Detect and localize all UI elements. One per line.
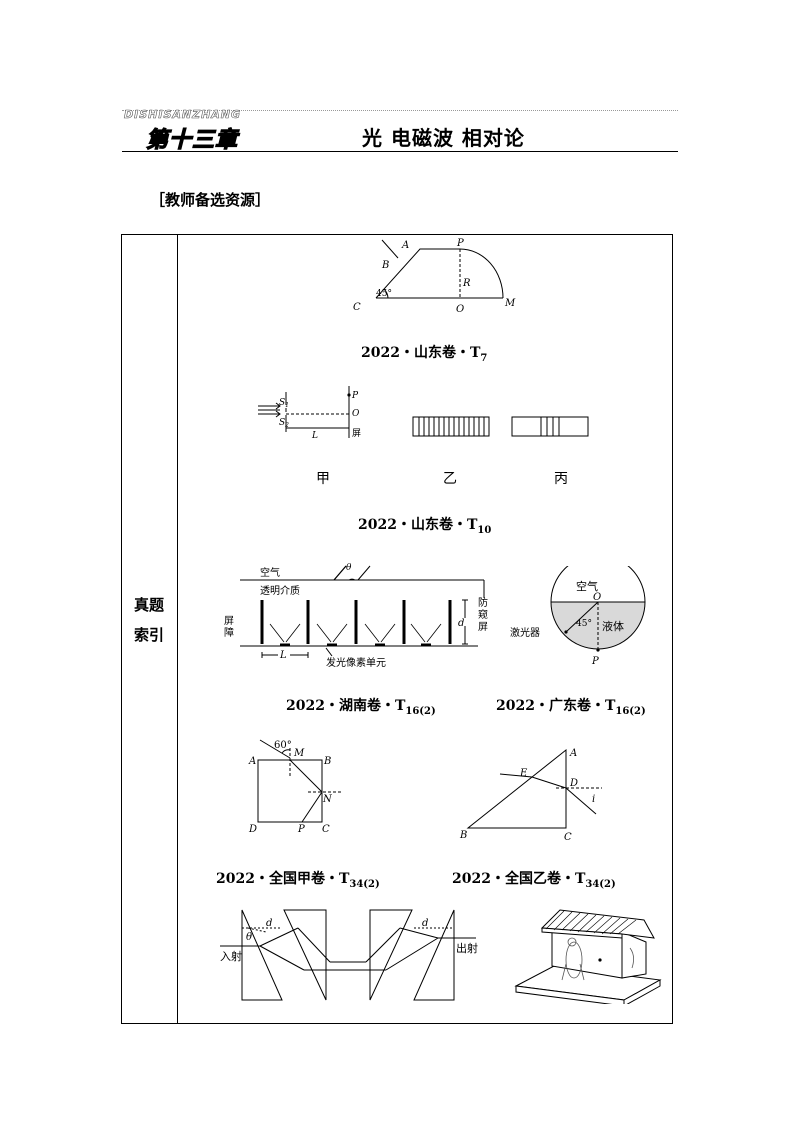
fig1-label-r: R — [462, 278, 471, 289]
figure-double-slit: S1 S2 P O L 屏 — [258, 386, 361, 441]
fig6-c: C — [564, 832, 572, 842]
fig2-label-p: P — [351, 391, 359, 401]
figure-privacy-screen: θ 空气 透明介质 屏 障 防 窥 屏 d L 发光像素单元 — [224, 563, 488, 669]
fig1-angle: 45° — [376, 289, 392, 299]
side-label-line1: 真题 — [133, 596, 164, 614]
fig7-out: 出射 — [456, 941, 478, 955]
house-illustration — [514, 909, 662, 1004]
fig5-m: M — [293, 748, 305, 759]
header-rule — [122, 151, 678, 152]
fig1-label-b: B — [381, 260, 389, 271]
fig7-d1: d — [266, 918, 272, 929]
fig3-barrier1: 屏 — [224, 615, 234, 627]
chapter-name: 第十三章 — [145, 127, 239, 153]
fig2-caption: 2022・山东卷・T10 — [358, 517, 492, 536]
chapter-pinyin: DISHISANZHANG — [124, 108, 242, 122]
fig4-liquid: 液体 — [602, 619, 624, 633]
fig2-label-l: L — [311, 431, 318, 441]
fig2-label-s2: S2 — [279, 418, 289, 429]
fig4-p: P — [591, 656, 599, 667]
fig7-d2: d — [422, 918, 428, 929]
fig1-caption: 2022・山东卷・T7 — [361, 345, 488, 364]
figure-square-refraction: 60° M A B N D P C — [248, 739, 342, 835]
fig1-label-m: M — [504, 298, 516, 309]
figure-right-triangle: A E D i B C — [459, 748, 602, 842]
fig3-barrier2: 障 — [224, 626, 234, 639]
fig3-anti3: 屏 — [478, 621, 488, 633]
fig3-anti1: 防 — [478, 596, 488, 609]
fig2-label-s1: S1 — [279, 398, 289, 409]
fig6-a: A — [569, 748, 577, 759]
fig3-anti2: 窥 — [478, 608, 488, 621]
fig3-theta: θ — [346, 563, 352, 573]
fig3-medium: 透明介质 — [260, 585, 300, 597]
fig2-label-o: O — [352, 409, 360, 419]
index-table — [121, 234, 673, 1024]
fig3-d: d — [458, 618, 464, 629]
fig5-angle: 60° — [274, 740, 292, 751]
fig3-pixel: 发光像素单元 — [326, 656, 386, 669]
fig3-air: 空气 — [260, 566, 280, 579]
fig1-label-a: A — [401, 240, 409, 251]
fig6-caption: 2022・全国乙卷・T34(2) — [452, 871, 616, 890]
figure-liquid-circle: 空气 O 激光器 45° 液体 P — [510, 566, 646, 667]
figure-prism-pairs: d θ 入射 d 出射 — [220, 909, 478, 1001]
fig4-laser: 激光器 — [510, 626, 540, 639]
fig6-e: E — [519, 768, 528, 779]
fig5-p: P — [297, 824, 305, 835]
fig2-panel-jia: 甲 — [316, 471, 330, 487]
fig3-caption: 2022・湖南卷・T16(2) — [286, 698, 436, 717]
fig5-d: D — [248, 824, 257, 835]
figure-prism-quarter-circle: A P B R C O M 45° — [353, 238, 516, 315]
fig1-label-p: P — [456, 238, 464, 249]
fig6-b: B — [459, 830, 467, 841]
fig3-l: L — [279, 650, 287, 661]
fig2-label-screen: 屏 — [352, 428, 361, 439]
fig1-label-o: O — [456, 304, 464, 315]
table-divider — [177, 234, 178, 1024]
fig6-d: D — [569, 778, 578, 789]
section-label: ［教师备选资源］ — [150, 191, 271, 209]
fig4-o: O — [593, 592, 601, 603]
side-label-line2: 索引 — [133, 626, 164, 644]
figure-pattern-bing — [511, 416, 589, 437]
fig7-theta: θ — [246, 932, 252, 943]
chapter-title: 光 电磁波 相对论 — [362, 126, 525, 150]
figure-pattern-yi — [412, 416, 490, 437]
fig1-label-c: C — [353, 302, 361, 313]
fig7-in: 入射 — [220, 949, 242, 963]
fig4-angle: 45° — [576, 619, 592, 629]
header-dotted-rule — [122, 110, 678, 111]
fig5-a: A — [248, 756, 256, 767]
fig2-panel-yi: 乙 — [443, 471, 457, 487]
fig5-b: B — [323, 756, 331, 767]
fig5-c: C — [322, 824, 330, 835]
fig5-caption: 2022・全国甲卷・T34(2) — [216, 871, 380, 890]
fig5-n: N — [322, 794, 333, 805]
fig4-air: 空气 — [576, 579, 598, 593]
fig2-panel-bing: 丙 — [554, 471, 568, 487]
fig4-caption: 2022・广东卷・T16(2) — [496, 698, 646, 717]
fig6-i: i — [592, 794, 595, 805]
